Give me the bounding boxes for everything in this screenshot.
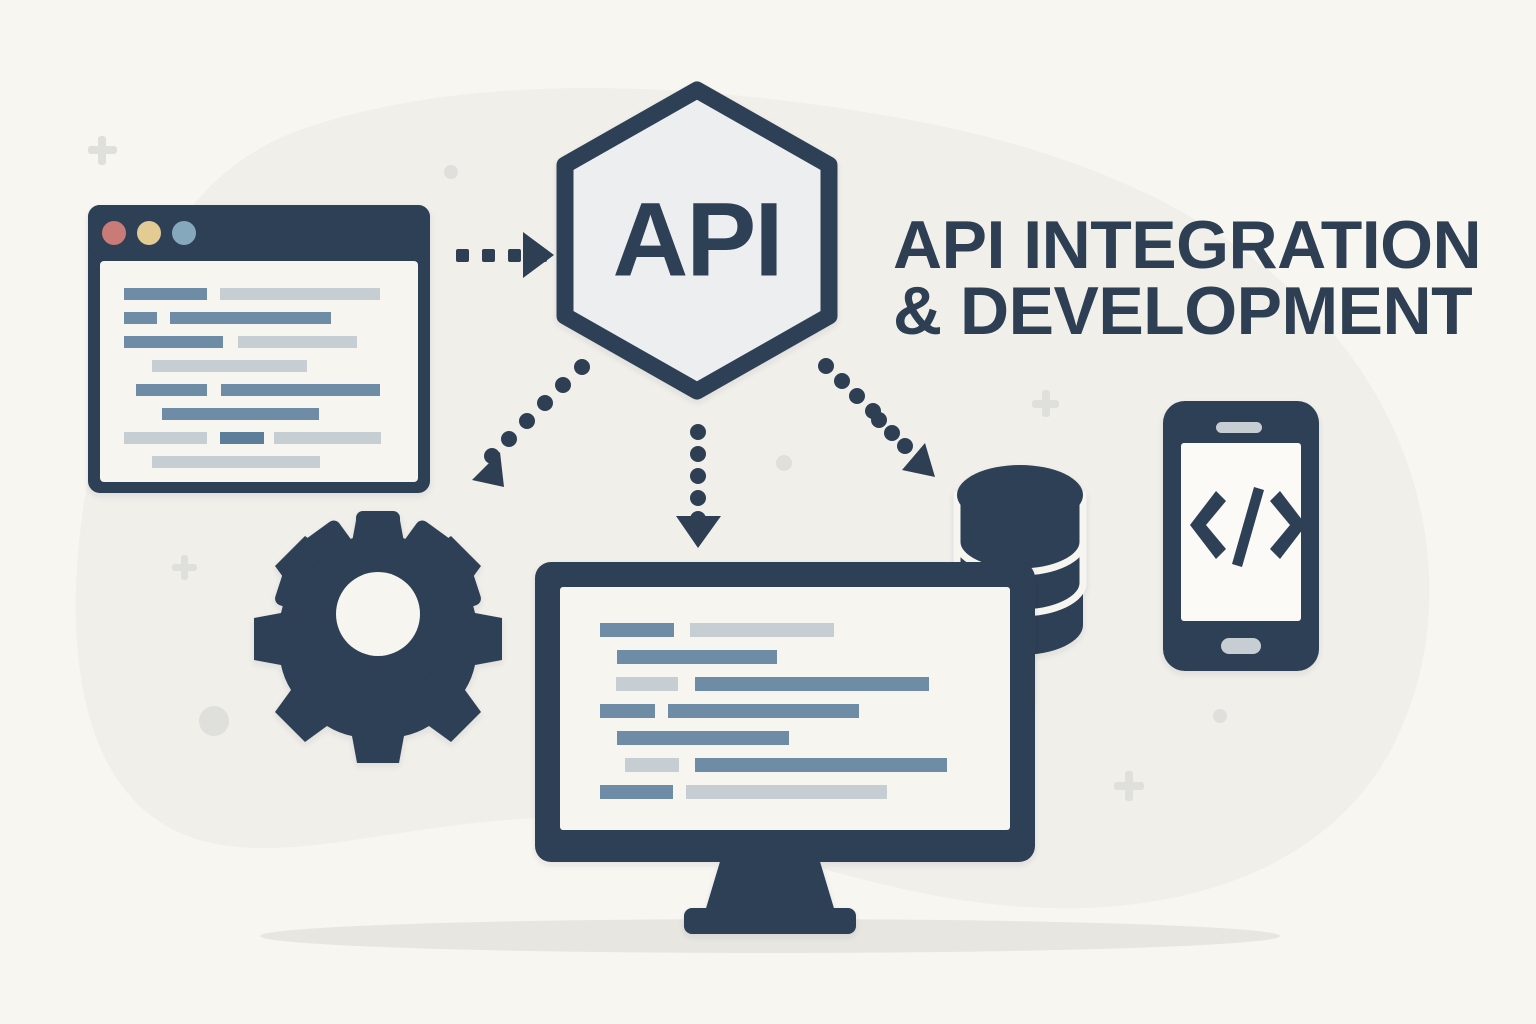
page-title-line-2: & Development	[893, 272, 1473, 349]
decoration-group	[88, 136, 1227, 801]
arrow-api-to-monitor	[676, 424, 721, 548]
phone-home-button	[1221, 638, 1261, 654]
hexagon-label: API	[612, 182, 781, 299]
monitor-ground-shadow	[260, 919, 1280, 953]
arrowhead-down	[676, 516, 721, 548]
page-title: API Integration & Development	[893, 148, 1493, 409]
minimize-dot-icon[interactable]	[137, 221, 161, 245]
api-hexagon[interactable]: API	[556, 81, 838, 400]
phone-screen	[1181, 443, 1301, 621]
dot-decor-1-icon	[444, 165, 458, 179]
arrow-api-to-database	[818, 358, 935, 477]
plus-decor-2-icon	[172, 555, 197, 580]
dot-decor-4-icon	[1213, 709, 1227, 723]
arrowhead-down-right	[902, 443, 935, 477]
code-brackets-icon	[1190, 487, 1306, 567]
browser-titlebar	[88, 205, 430, 257]
arrow-browser-to-api	[456, 232, 554, 278]
hexagon-shape	[556, 81, 838, 400]
dot-decor-2-icon	[776, 455, 792, 471]
close-dot-icon[interactable]	[102, 221, 126, 245]
plus-decor-3-icon	[1032, 390, 1059, 417]
gear-icon[interactable]	[254, 511, 502, 763]
monitor-stand-neck	[704, 855, 836, 915]
arrowhead-right	[523, 232, 554, 278]
browser-code-lines	[124, 288, 381, 468]
arrow-api-to-gear	[472, 359, 590, 487]
plus-decor-1-icon	[88, 136, 117, 165]
smartphone[interactable]	[1163, 401, 1319, 671]
browser-window[interactable]	[88, 205, 430, 493]
maximize-dot-icon[interactable]	[172, 221, 196, 245]
gear-hole	[336, 572, 420, 656]
monitor-code-lines	[600, 623, 947, 799]
desktop-monitor[interactable]	[535, 562, 1035, 934]
database-top-cap	[957, 465, 1083, 525]
page-title-line-1: API Integration	[893, 207, 1482, 284]
monitor-stand-base	[684, 908, 856, 934]
dot-decor-3-icon	[199, 706, 229, 736]
phone-speaker	[1216, 422, 1262, 433]
plus-decor-4-icon	[1114, 771, 1144, 801]
arrowhead-down-left	[472, 452, 504, 487]
